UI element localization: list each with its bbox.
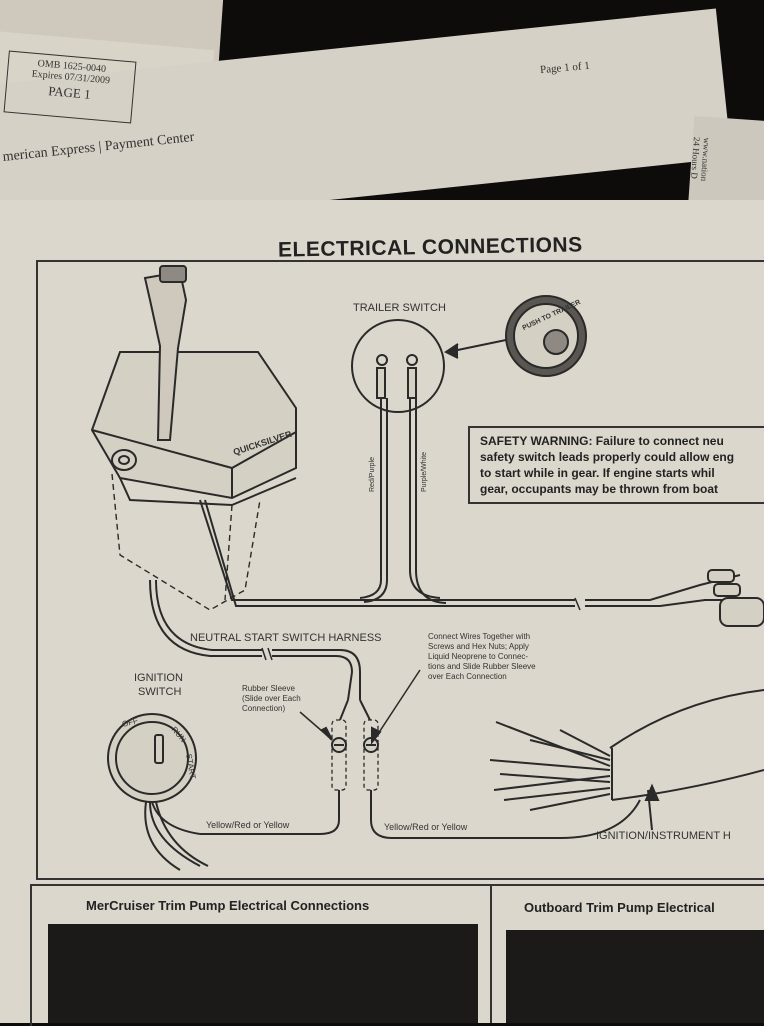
- wire-connector-left: [200, 719, 347, 835]
- safety-warning-line-1: Failure to connect neu: [595, 434, 724, 448]
- safety-warning-line-4: gear, occupants may be thrown from boat: [480, 482, 719, 496]
- red-purple-wire-label: Red/Purple: [369, 456, 376, 492]
- safety-warning-box: SAFETY WARNING: Failure to connect neu s…: [468, 426, 764, 504]
- purple-white-wire-label: Purple/White: [421, 451, 428, 492]
- lower-sections-frame: [30, 884, 764, 1026]
- trailer-push-button-icon: [505, 295, 587, 377]
- ignition-instrument-label: IGNITION/INSTRUMENT H: [596, 830, 731, 842]
- throttle-control-box: [90, 351, 297, 507]
- neutral-harness-label: NEUTRAL START SWITCH HARNESS: [190, 632, 382, 644]
- trailer-switch-label: TRAILER SWITCH: [353, 302, 446, 314]
- knob-icon: [111, 449, 137, 471]
- ignition-switch-label-2: SWITCH: [138, 686, 182, 698]
- throttle-handle: [143, 265, 188, 441]
- section-divider: [490, 886, 492, 1023]
- mercruiser-section-title: MerCruiser Trim Pump Electrical Connecti…: [86, 898, 370, 913]
- trailer-switch-terminals: [376, 354, 418, 399]
- instrument-harness: [489, 689, 764, 831]
- harness-connector-icon: [707, 569, 764, 627]
- diagram-frame: [36, 260, 764, 880]
- outboard-pump-photo: [506, 930, 764, 1023]
- rubber-sleeve-note-2: (Slide over Each: [242, 694, 301, 703]
- safety-warning-line-2: safety switch leads properly could allow…: [480, 450, 735, 464]
- wire-label-right: Yellow/Red or Yellow: [384, 822, 468, 832]
- safety-warning-line-3: to start while in gear. If engine starts…: [480, 466, 715, 480]
- ignition-switch-icon: [107, 713, 197, 803]
- mercruiser-pump-photo: [48, 924, 478, 1023]
- rubber-sleeve-note-3: Connection): [242, 704, 286, 713]
- trailer-switch-detail-circle: [351, 319, 445, 413]
- connect-note-1: Connect Wires Together with: [428, 632, 531, 641]
- connect-note-2: Screws and Hex Nuts; Apply: [428, 642, 529, 651]
- outboard-section-title: Outboard Trim Pump Electrical: [524, 900, 715, 915]
- connect-note-5: over Each Connection: [428, 672, 507, 681]
- mounting-outline: [111, 473, 261, 611]
- wire-label-left: Yellow/Red or Yellow: [206, 820, 290, 830]
- connect-note-4: tions and Slide Rubber Sleeve: [428, 662, 536, 671]
- ignition-switch-label-1: IGNITION: [134, 672, 183, 684]
- wire-connector-right: [363, 719, 641, 839]
- connect-note-3: Liquid Neoprene to Connec-: [428, 652, 529, 661]
- rubber-sleeve-note-1: Rubber Sleeve: [242, 684, 295, 693]
- safety-warning-heading: SAFETY WARNING:: [480, 434, 593, 448]
